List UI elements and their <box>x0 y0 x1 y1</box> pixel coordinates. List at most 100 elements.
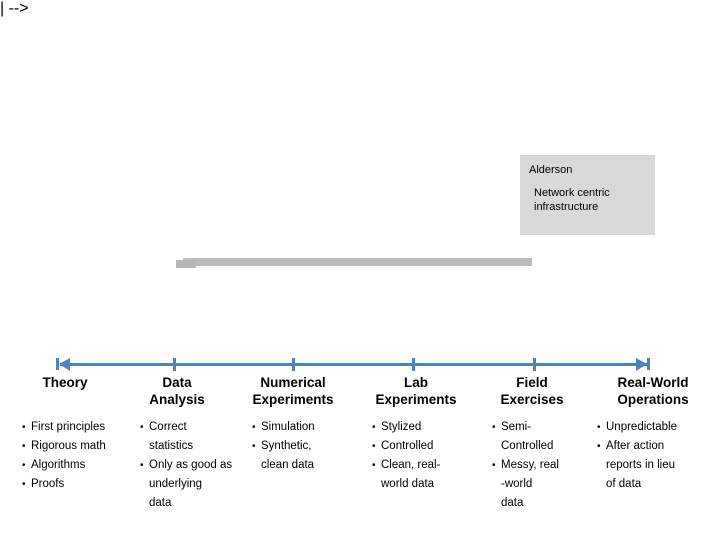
bullet-line: data <box>492 494 559 513</box>
bullet-text: Messy, real <box>501 459 559 471</box>
bullet-line: • Stylized <box>372 418 440 437</box>
divider-bar-nub <box>176 260 196 268</box>
bullet-line: statistics <box>140 437 232 456</box>
bullet-text: Only as good as <box>149 459 233 471</box>
bullet-line: • After action <box>597 437 677 456</box>
header-line: Real-World <box>617 375 689 390</box>
left-arrowhead-icon <box>59 358 70 371</box>
bullet-text: Controlled <box>501 440 554 452</box>
bullet-icon: • <box>22 479 26 490</box>
bullet-line: • Controlled <box>372 437 440 456</box>
bullet-line: • Unpredictable <box>597 418 677 437</box>
bullet-line: • First principles <box>22 418 106 437</box>
header-line: Data <box>162 375 192 390</box>
bullet-text: statistics <box>149 440 194 452</box>
header-line: Experiments <box>375 392 457 407</box>
bullet-line: • Rigorous math <box>22 437 106 456</box>
header-line: Lab <box>403 375 428 390</box>
bullet-text: After action <box>606 440 665 452</box>
bullet-icon: • <box>372 460 376 471</box>
bullet-text: data <box>149 497 172 509</box>
bullet-line: • Clean, real- <box>372 456 440 475</box>
axis-left-endbar <box>56 358 59 370</box>
bullet-line: reports in lieu <box>597 456 677 475</box>
bullet-line: data <box>140 494 232 513</box>
bullet-line: -world <box>492 475 559 494</box>
bullet-icon: • <box>252 422 256 433</box>
bullet-text: First principles <box>31 421 106 433</box>
bullet-icon: • <box>492 422 496 433</box>
header-line: Exercises <box>500 392 564 407</box>
column-bullets-lab-experiments: • Stylized • Controlled • Clean, real-world d… <box>372 418 440 494</box>
bullet-icon: • <box>22 422 26 433</box>
axis-right-endbar <box>647 358 650 370</box>
bullet-icon: • <box>597 441 601 452</box>
bullet-text: Algorithms <box>31 459 86 471</box>
bullet-text: Unpredictable <box>606 421 677 433</box>
divider-bar <box>183 258 532 266</box>
header-line: Field <box>516 375 548 390</box>
spectrum-axis-line <box>60 363 648 366</box>
header-line: Experiments <box>252 392 334 407</box>
bullet-text: Correct <box>149 421 187 433</box>
header-line: Analysis <box>149 392 205 407</box>
bullet-line: • Messy, real <box>492 456 559 475</box>
bullet-text: clean data <box>261 459 315 471</box>
bullet-text: of data <box>606 478 642 490</box>
bullet-icon: • <box>597 422 601 433</box>
alderson-callout-box: Alderson Network centric infrastructure <box>520 155 655 235</box>
column-header-theory: Theory <box>6 374 124 391</box>
axis-tick <box>533 358 536 371</box>
bullet-line: •Algorithms <box>22 456 106 475</box>
bullet-icon: • <box>140 422 144 433</box>
header-line: Operations <box>617 392 689 407</box>
bullet-text: -world <box>501 478 533 490</box>
bullet-icon: • <box>492 460 496 471</box>
bullet-text: Stylized <box>381 421 422 433</box>
column-bullets-real-world-operations: • Unpredictable • After action reports in li… <box>597 418 677 494</box>
bullet-line: • Semi- <box>492 418 559 437</box>
axis-tick <box>412 358 415 371</box>
bullet-line: Controlled <box>492 437 559 456</box>
bullet-text: Rigorous math <box>31 440 106 452</box>
bullet-line: • Only as good as <box>140 456 232 475</box>
axis-tick <box>292 358 295 371</box>
header-line: Theory <box>42 375 88 390</box>
bullet-icon: • <box>372 441 376 452</box>
callout-title: Alderson <box>529 164 573 176</box>
bullet-text: world data <box>381 478 435 490</box>
bullet-icon: • <box>140 460 144 471</box>
bullet-text: Synthetic, <box>261 440 312 452</box>
callout-body: Network centric infrastructure <box>534 187 610 213</box>
bullet-line: • Proofs <box>22 475 106 494</box>
bullet-line: of data <box>597 475 677 494</box>
bullet-line: • Synthetic, <box>252 437 315 456</box>
bullet-text: Proofs <box>31 478 65 490</box>
bullet-icon: • <box>252 441 256 452</box>
column-bullets-numerical-experiments: • Simulation • Synthetic, clean data <box>252 418 315 475</box>
bullet-icon: • <box>22 441 26 452</box>
right-arrowhead-icon <box>636 358 647 371</box>
bullet-text: Semi- <box>501 421 532 433</box>
bullet-text: Controlled <box>381 440 434 452</box>
bullet-text: data <box>501 497 524 509</box>
bullet-text: underlying <box>149 478 203 490</box>
bullet-line: clean data <box>252 456 315 475</box>
column-bullets-data-analysis: • Correct statistics • Only as good as underl… <box>140 418 232 513</box>
bullet-text: reports in lieu <box>606 459 676 471</box>
bullet-text: Clean, real- <box>381 459 441 471</box>
header-line: Numerical <box>260 375 326 390</box>
column-bullets-theory: •First principles•Rigorous math•Algorith… <box>22 418 106 494</box>
bullet-line: world data <box>372 475 440 494</box>
bullet-line: • Simulation <box>252 418 315 437</box>
column-bullets-field-exercises: • Semi- Controlled • Messy, real -world data <box>492 418 559 513</box>
bullet-line: underlying <box>140 475 232 494</box>
bullet-icon: • <box>372 422 376 433</box>
bullet-text: Simulation <box>261 421 315 433</box>
